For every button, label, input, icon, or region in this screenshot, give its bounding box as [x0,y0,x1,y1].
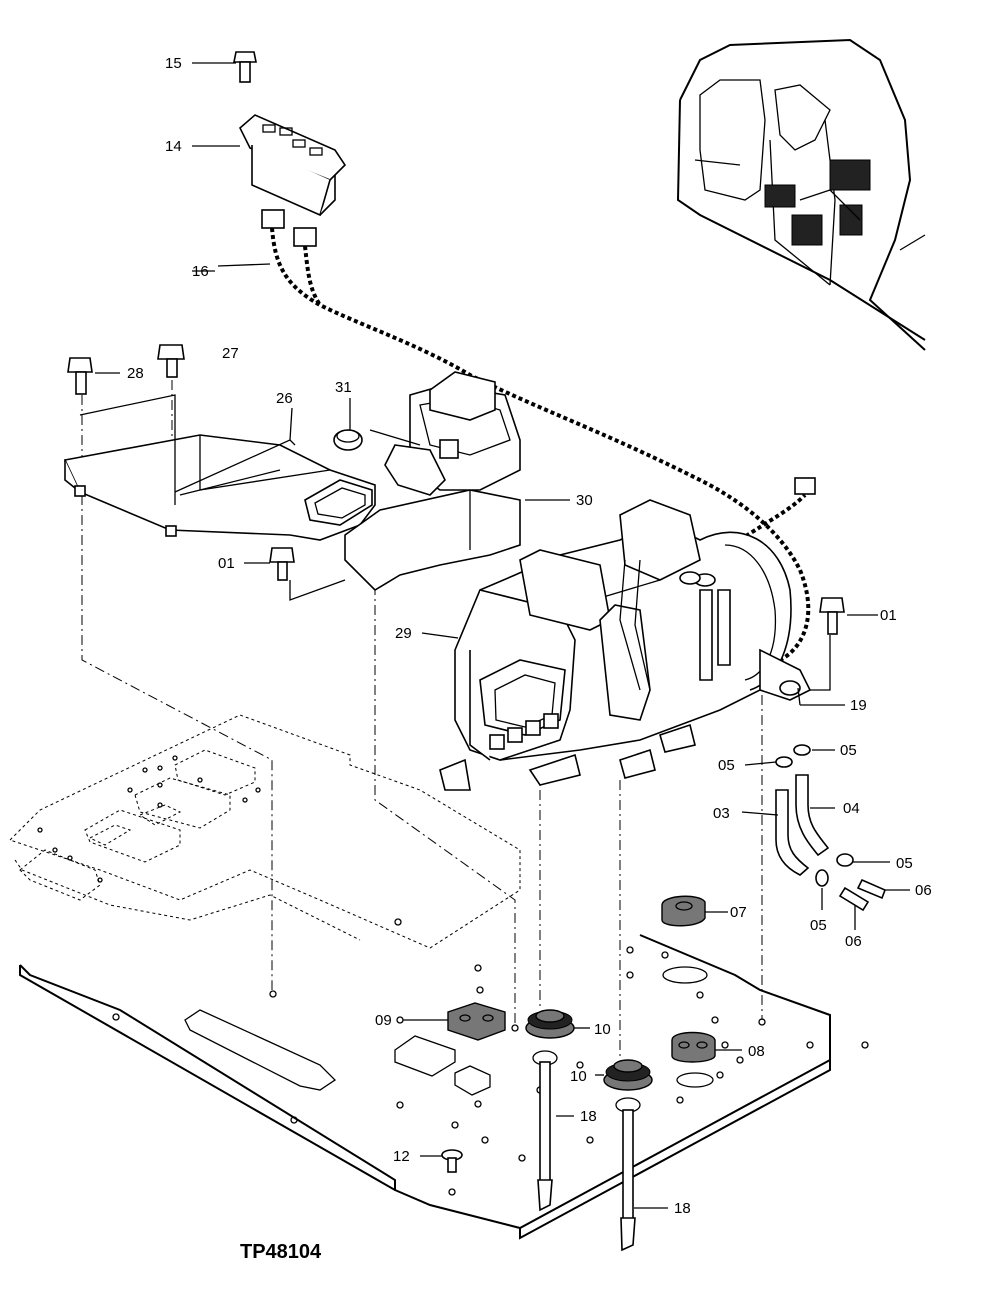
callout-05-c: 05 [896,855,913,872]
clamp-05-c [836,853,854,867]
grommet-10-left [525,1009,575,1039]
floor-mat-outline [9,714,521,949]
control-panel-14 [239,114,347,247]
callout-28: 28 [127,365,144,382]
cab-location-thumbnail [676,38,926,351]
callout-18-left: 18 [580,1108,597,1125]
wire-harness-16 [270,227,811,662]
clamp-05-d [815,869,829,887]
callout-labels: 01 01 03 04 05 05 05 05 06 06 07 08 09 1… [127,55,932,1217]
callout-30: 30 [576,492,593,509]
drain-hose-18-right [615,1097,641,1252]
floor-plate [19,918,869,1240]
callout-16: 16 [192,263,209,280]
hose-03 [775,789,810,876]
callout-07: 07 [730,904,747,921]
bolt-01-right [819,597,845,635]
mount-07 [661,895,706,927]
callout-03: 03 [713,805,730,822]
clamp-05-b [793,744,811,756]
drawing-reference-number: TP48104 [240,1241,322,1263]
clip-19 [779,680,801,706]
callout-19: 19 [850,697,867,714]
callout-12: 12 [393,1148,410,1165]
fitting-06-a [856,878,887,900]
callout-10-left: 10 [594,1021,611,1038]
bolt-15 [233,51,257,83]
mount-08 [671,1031,716,1063]
callout-15: 15 [165,55,182,72]
callout-14: 14 [165,138,182,155]
callout-29: 29 [395,625,412,642]
air-duct-26 [63,434,376,541]
bolt-28 [67,357,93,395]
callout-01-right: 01 [880,607,897,624]
callout-31: 31 [335,379,352,396]
bolt-01-left [269,547,295,581]
callout-06-a: 06 [915,882,932,899]
screw-12 [441,1149,463,1173]
callout-27: 27 [222,345,239,362]
blower-housing-30 [344,371,521,592]
callout-10-right: 10 [570,1068,587,1085]
hose-04 [795,774,830,857]
fitting-06-b [838,886,870,912]
callout-01-left: 01 [218,555,235,572]
mount-09 [447,1002,506,1041]
callout-26: 26 [276,390,293,407]
callout-05-b: 05 [840,742,857,759]
motor-31 [333,429,363,451]
callout-leaders [79,62,910,1209]
drain-hose-18-left [532,1050,558,1212]
hvac-unit-29 [439,499,812,791]
callout-05-a: 05 [718,757,735,774]
bolt-27 [157,344,185,378]
callout-04: 04 [843,800,860,817]
callout-06-b: 06 [845,933,862,950]
clamp-05-a [775,756,793,768]
callout-05-d: 05 [810,917,827,934]
callout-18-right: 18 [674,1200,691,1217]
grommet-10-right [603,1059,653,1091]
callout-09: 09 [375,1012,392,1029]
callout-08: 08 [748,1043,765,1060]
